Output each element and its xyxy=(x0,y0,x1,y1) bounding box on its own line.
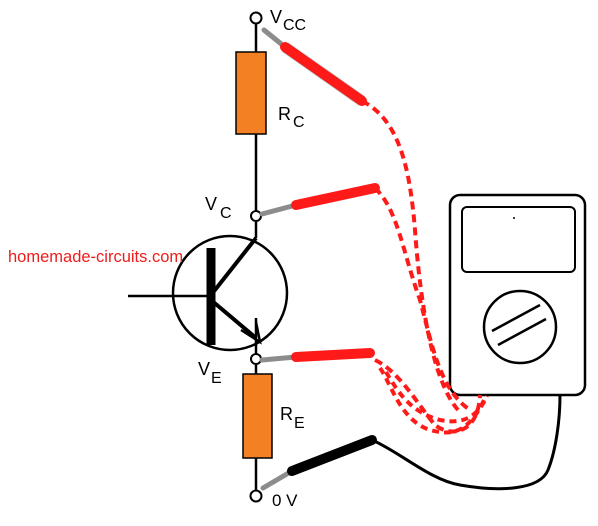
vcc-terminal xyxy=(249,11,263,25)
svg-text:R: R xyxy=(278,104,291,124)
label-re: R E xyxy=(280,404,305,432)
svg-text:C: C xyxy=(293,114,305,131)
label-vc: V C xyxy=(205,194,232,222)
label-ve: V E xyxy=(198,359,222,387)
ground-terminal xyxy=(249,489,263,503)
probe-ground xyxy=(260,394,562,491)
svg-text:E: E xyxy=(211,370,222,387)
svg-text:E: E xyxy=(294,415,305,432)
multimeter-display xyxy=(461,206,576,273)
rc-resistor xyxy=(235,51,267,135)
collector-terminal xyxy=(250,210,262,222)
re-resistor xyxy=(242,373,273,459)
probe-vc xyxy=(259,183,472,412)
svg-text:V: V xyxy=(205,194,217,214)
label-ground: 0 V xyxy=(272,491,298,510)
multimeter xyxy=(448,193,587,397)
npn-transistor xyxy=(128,234,289,352)
probe-vcc xyxy=(261,27,460,412)
probe-leads-bundle xyxy=(378,366,489,435)
svg-text:CC: CC xyxy=(283,17,306,34)
svg-text:V: V xyxy=(270,7,282,27)
svg-text:R: R xyxy=(280,404,293,424)
svg-text:V: V xyxy=(198,359,210,379)
label-vcc: V CC xyxy=(270,7,306,34)
label-rc: R C xyxy=(278,104,305,131)
multimeter-dial xyxy=(482,289,558,365)
watermark-text: homemade-circuits.com xyxy=(8,248,183,266)
svg-text:C: C xyxy=(220,205,232,222)
emitter-terminal xyxy=(250,353,262,365)
